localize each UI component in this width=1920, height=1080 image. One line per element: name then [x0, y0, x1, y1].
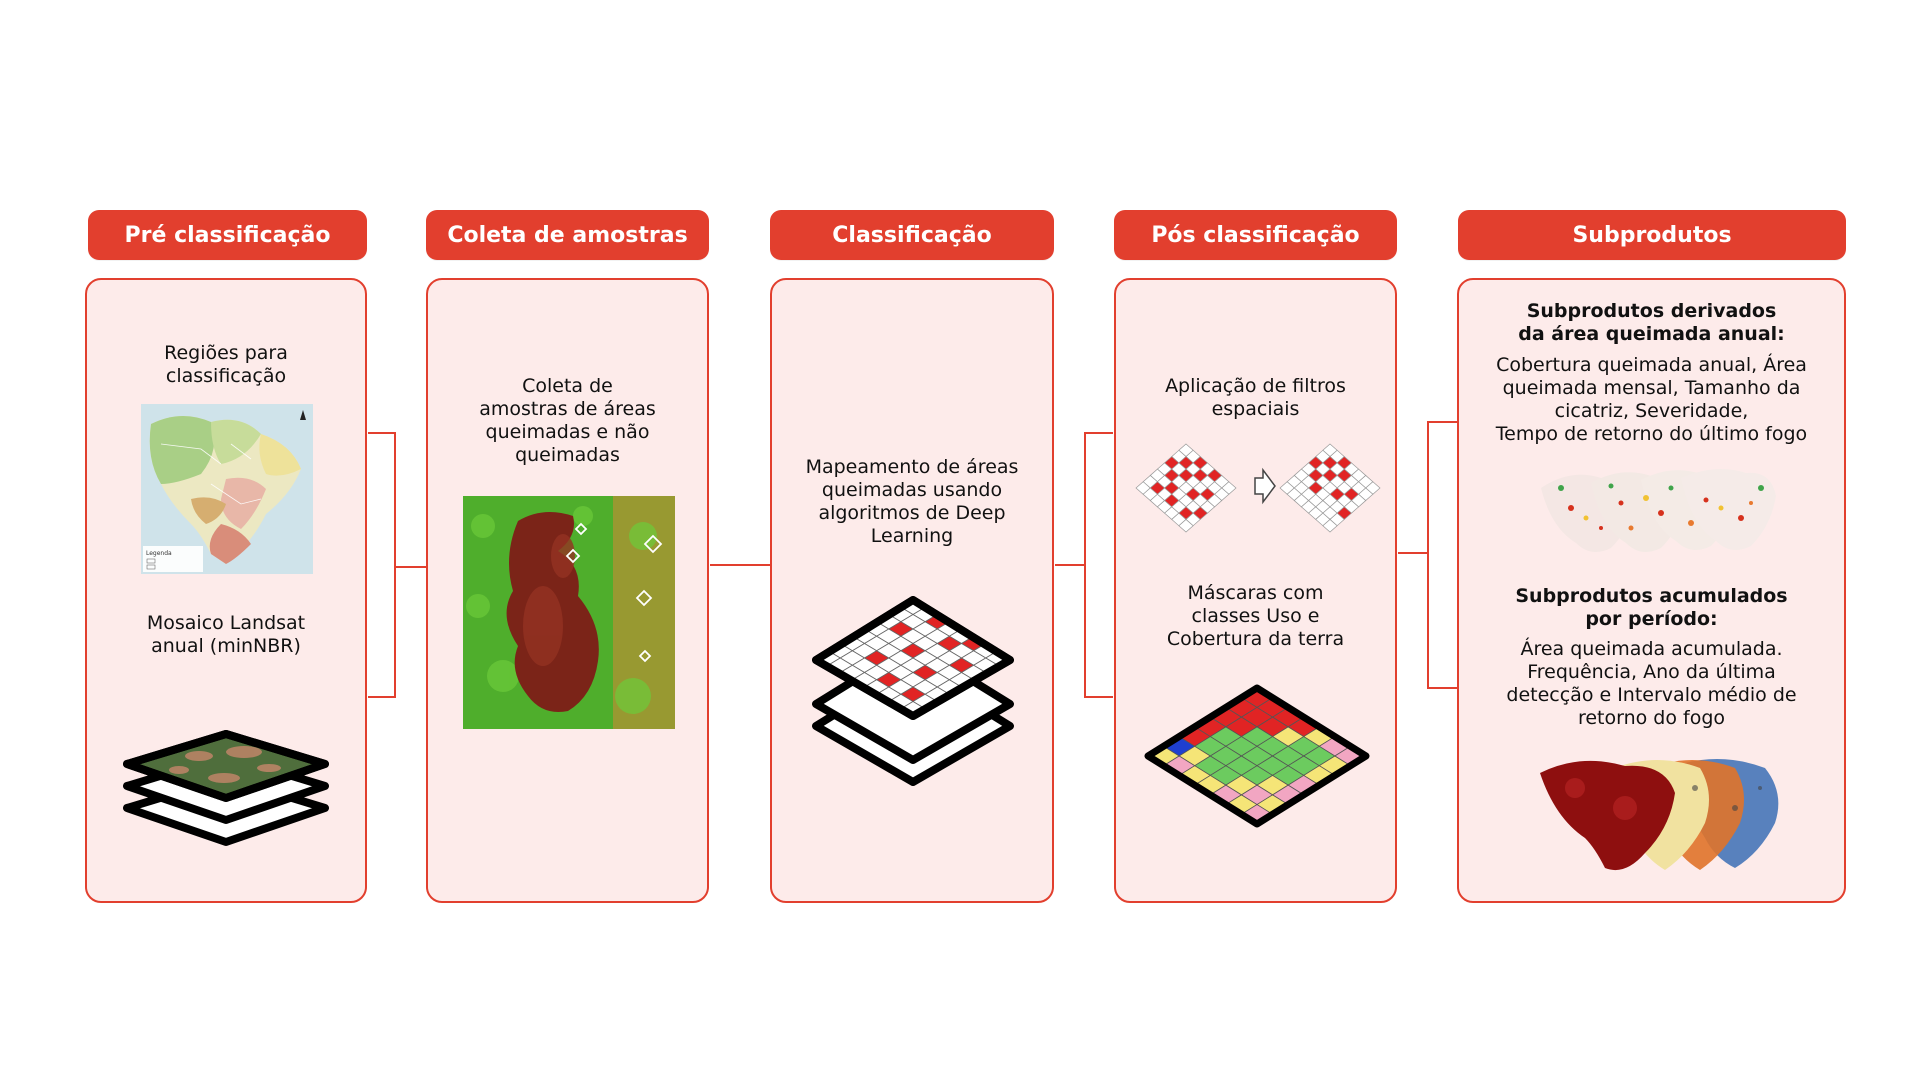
header-coleta-amostras: Coleta de amostras — [426, 210, 709, 260]
panel-pos-classificacao: Aplicação de filtros espaciais Máscaras … — [1114, 278, 1397, 903]
map-legend-text: Legenda — [146, 550, 172, 557]
header-pre-classificacao: Pré classificação — [88, 210, 367, 260]
header-label: Pré classificação — [124, 222, 331, 248]
text-mapeamento: Mapeamento de áreas queimadas usando alg… — [805, 456, 1019, 547]
header-label: Classificação — [832, 222, 992, 248]
text-coleta: Coleta de amostras de áreas queimadas e … — [479, 375, 656, 466]
panel-coleta-amostras: Coleta de amostras de áreas queimadas e … — [426, 278, 709, 903]
header-label: Pós classificação — [1151, 222, 1360, 248]
text-mosaico: Mosaico Landsat anual (minNBR) — [146, 612, 306, 657]
regions-map-image: Legenda — [141, 404, 313, 574]
text-subprodutos-anual-title: Subprodutos derivados da área queimada a… — [1518, 300, 1785, 345]
header-classificacao: Classificação — [770, 210, 1054, 260]
text-regioes: Regiões para classificação — [164, 342, 288, 387]
panel-pre-classificacao: Regiões para classificação Legenda Mosai… — [85, 278, 367, 903]
land-use-mask-grid-icon — [1142, 682, 1372, 832]
deep-learning-grid-layers-icon — [808, 596, 1018, 786]
connector-col4-bracket — [1084, 432, 1113, 698]
text-subprodutos-anual-list: Cobertura queimada anual, Área queimada … — [1495, 354, 1808, 445]
text-filtros: Aplicação de filtros espaciais — [1165, 375, 1346, 420]
text-mascaras: Máscaras com classes Uso e Cobertura da … — [1166, 582, 1345, 650]
panel-classificacao: Mapeamento de áreas queimadas usando alg… — [770, 278, 1054, 903]
landsat-layers-icon — [119, 690, 333, 850]
north-arrow-icon — [300, 410, 306, 420]
arrow-right-icon — [1254, 467, 1276, 505]
annual-burned-maps-image — [1531, 458, 1781, 568]
header-label: Coleta de amostras — [447, 222, 688, 248]
header-label: Subprodutos — [1572, 222, 1732, 248]
header-pos-classificacao: Pós classificação — [1114, 210, 1397, 260]
text-subprodutos-acumulados-title: Subprodutos acumulados por período: — [1515, 585, 1788, 630]
accumulated-burned-maps-image — [1535, 748, 1785, 883]
text-subprodutos-acumulados-list: Área queimada acumulada. Frequência, Ano… — [1506, 638, 1797, 729]
connector-col1-bracket — [368, 432, 396, 698]
burned-area-sample-image — [463, 496, 675, 729]
header-subprodutos: Subprodutos — [1458, 210, 1846, 260]
spatial-filter-grids-icon — [1134, 440, 1384, 540]
connector-col5-bracket — [1427, 421, 1458, 689]
panel-subprodutos: Subprodutos derivados da área queimada a… — [1457, 278, 1846, 903]
